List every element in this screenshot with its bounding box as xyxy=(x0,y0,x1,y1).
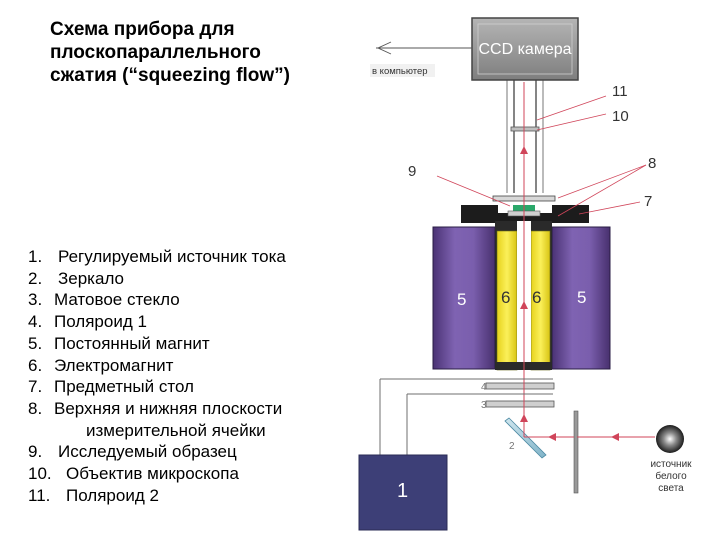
optical-tube xyxy=(506,79,544,193)
legend-item-6: 6.Электромагнит xyxy=(28,355,174,375)
legend-item-4: 4.Поляроид 1 xyxy=(28,312,147,332)
light-source-bulb xyxy=(656,425,684,453)
label-9: 9 xyxy=(408,163,416,180)
label-7: 7 xyxy=(644,193,652,210)
label-6-right: 6 xyxy=(532,288,541,307)
legend-item-5: 5.Постоянный магнит xyxy=(28,333,210,353)
camera-label: CCD камера xyxy=(478,41,571,58)
leader-lines xyxy=(436,95,647,217)
svg-text:источник: источник xyxy=(650,459,692,470)
computer-arrow xyxy=(376,41,472,55)
diagram-title: Схема прибора для плоскопараллельного сж… xyxy=(50,18,360,87)
ccd-camera xyxy=(471,17,579,81)
legend-item-9: 9.Исследуемый образец xyxy=(28,442,237,462)
ground-glass xyxy=(485,400,555,408)
label-5-left: 5 xyxy=(457,290,466,309)
light-source-screen xyxy=(573,410,579,494)
legend-item-3: 3.Матовое стекло xyxy=(28,290,180,310)
title-line-2: плоскопараллельного xyxy=(50,42,261,63)
label-6-left: 6 xyxy=(501,288,510,307)
legend-item-8-continued: измерительной ячейки xyxy=(86,420,266,440)
legend-item-11: 11.Поляроид 2 xyxy=(28,485,159,505)
label-4: 4 xyxy=(481,382,487,393)
legend-list: 1.Регулируемый источник тока 2.Зеркало 3… xyxy=(28,246,328,506)
label-3: 3 xyxy=(481,400,487,411)
computer-label: в компьютер xyxy=(372,66,428,77)
label-11: 11 xyxy=(612,83,628,100)
legend-item-10: 10.Объектив микроскопа xyxy=(28,464,239,484)
label-1: 1 xyxy=(397,480,408,502)
legend-item-1: 1.Регулируемый источник тока xyxy=(28,247,286,266)
polaroid-2 xyxy=(510,126,540,132)
beam-arrows xyxy=(520,146,619,441)
label-8: 8 xyxy=(648,155,656,172)
mirror xyxy=(504,417,547,459)
power-wires xyxy=(379,378,553,455)
legend-item-8: 8.Верхняя и нижняя плоскости xyxy=(28,398,283,418)
label-10: 10 xyxy=(612,108,629,125)
legend-item-7: 7.Предметный стол xyxy=(28,377,194,397)
legend-item-2: 2.Зеркало xyxy=(28,268,125,288)
permanent-magnet-left xyxy=(432,226,496,370)
light-source-label: источник белого света xyxy=(650,459,692,494)
title-line-3: сжатия (“squeezing flow”) xyxy=(50,65,291,86)
svg-text:белого: белого xyxy=(655,470,687,482)
power-supply xyxy=(358,454,448,531)
svg-text:света: света xyxy=(658,483,684,494)
permanent-magnet-right xyxy=(551,226,611,370)
polaroid-1 xyxy=(485,382,555,390)
part-labels: 11 10 8 9 7 5 5 6 6 4 3 2 1 xyxy=(397,83,656,502)
label-2: 2 xyxy=(509,441,515,452)
title-line-1: Схема прибора для xyxy=(50,19,235,40)
label-5-right: 5 xyxy=(577,288,586,307)
